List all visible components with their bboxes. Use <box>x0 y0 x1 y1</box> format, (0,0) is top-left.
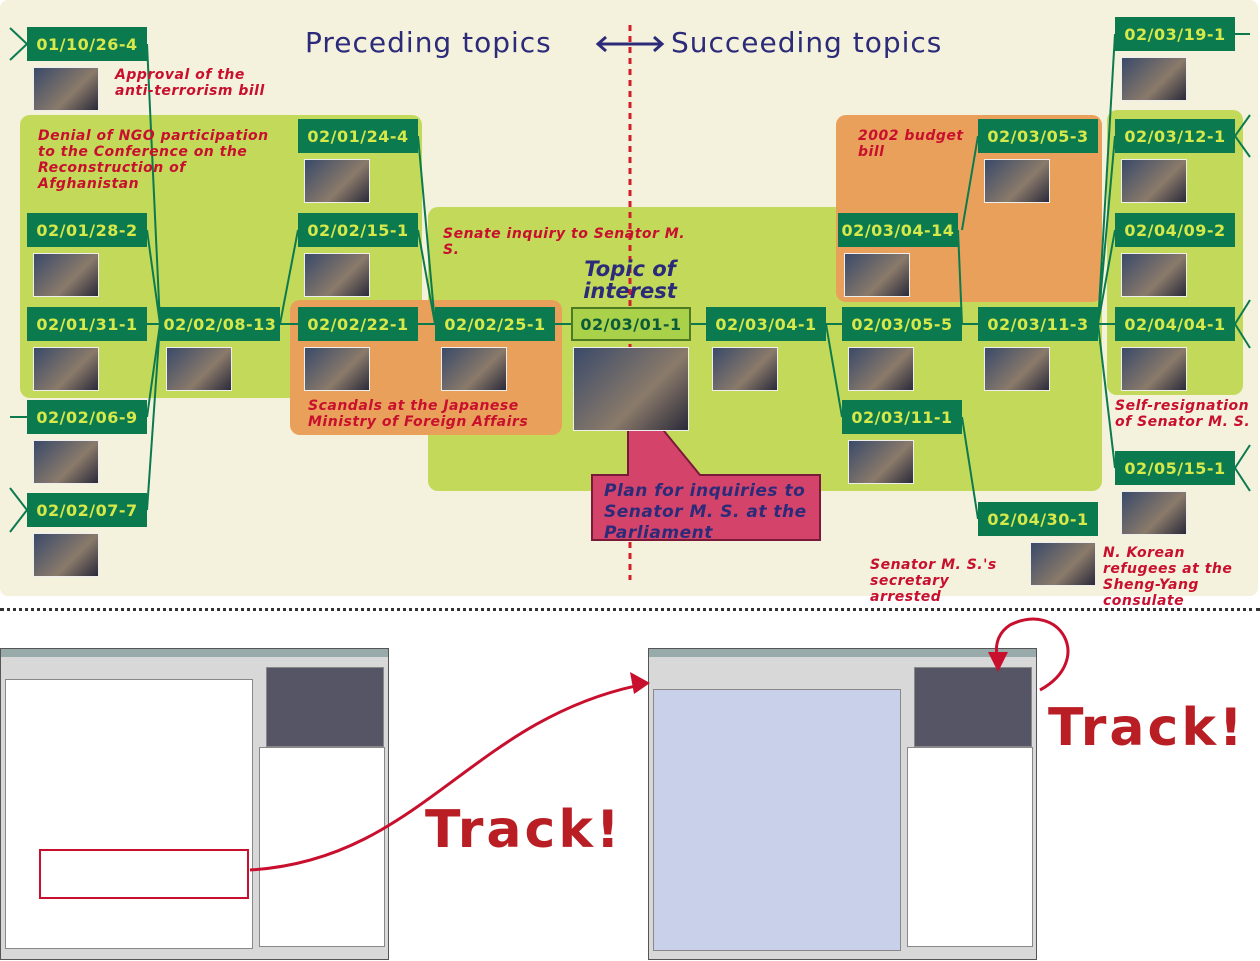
topic-label-resign: Self-resignation of Senator M. S. <box>1115 398 1251 430</box>
news-thumbnail <box>1030 542 1096 586</box>
connector-lines <box>9 25 1251 580</box>
news-thumbnail[interactable] <box>1121 253 1187 297</box>
topic-node[interactable]: 02/03/12-1 <box>1115 119 1235 153</box>
topic-node[interactable]: 02/02/22-1 <box>298 307 418 341</box>
news-thumbnail[interactable] <box>984 159 1050 203</box>
tracked-stories-list[interactable] <box>653 689 901 951</box>
video-player[interactable] <box>914 667 1032 747</box>
topic-tree-list[interactable] <box>5 679 253 949</box>
topic-node[interactable]: 02/02/08-13 <box>160 307 280 341</box>
news-thumbnail[interactable] <box>33 440 99 484</box>
topic-label-secretary: Senator M. S.'s secretary arrested <box>870 557 997 605</box>
topic-node[interactable]: 02/03/01-1 <box>571 307 691 341</box>
news-thumbnail[interactable] <box>166 347 232 391</box>
topic-tracking-diagram: Preceding topics Succeeding topics Topic… <box>0 0 1258 609</box>
news-thumbnail[interactable] <box>1121 491 1187 535</box>
news-thumbnail[interactable] <box>33 253 99 297</box>
news-thumbnail[interactable] <box>712 347 778 391</box>
topic-node[interactable]: 02/02/25-1 <box>435 307 555 341</box>
topic-node[interactable]: 02/04/04-1 <box>1115 307 1235 341</box>
topic-label-ngo: Denial of NGO participation to the Confe… <box>38 128 269 192</box>
news-thumbnail[interactable] <box>304 159 370 203</box>
topic-label-approval: Approval of the anti-terrorism bill <box>115 67 265 99</box>
news-thumbnail[interactable] <box>848 440 914 484</box>
succeeding-topics-heading: Succeeding topics <box>671 26 943 59</box>
topic-label-plan: Plan for inquiries to Senator M. S. at t… <box>604 481 807 543</box>
news-thumbnail[interactable] <box>441 347 507 391</box>
topic-node[interactable]: 02/03/11-3 <box>978 307 1098 341</box>
topic-node[interactable]: 02/04/30-1 <box>978 502 1098 536</box>
topic-node[interactable]: 02/02/07-7 <box>27 493 147 527</box>
topic-node[interactable]: 02/03/19-1 <box>1115 17 1235 51</box>
topic-label-scandals: Scandals at the Japanese Ministry of For… <box>308 398 529 430</box>
topic-node[interactable]: 02/04/09-2 <box>1115 213 1235 247</box>
section-divider <box>0 608 1260 611</box>
news-thumbnail[interactable] <box>33 533 99 577</box>
news-thumbnail[interactable] <box>33 67 99 111</box>
news-thumbnail[interactable] <box>304 347 370 391</box>
topic-node[interactable]: 02/03/11-1 <box>842 400 962 434</box>
topic-node[interactable]: 02/02/06-9 <box>27 400 147 434</box>
news-thumbnail[interactable] <box>1121 347 1187 391</box>
track-label-left: Track! <box>425 800 623 860</box>
news-thumbnail[interactable] <box>573 347 689 431</box>
transcript-pane[interactable] <box>907 747 1033 947</box>
transcript-pane[interactable] <box>259 747 385 947</box>
topic-node[interactable]: 02/03/05-3 <box>978 119 1098 153</box>
topic-node[interactable]: 02/05/15-1 <box>1115 451 1235 485</box>
news-thumbnail[interactable] <box>1121 57 1187 101</box>
topic-node[interactable]: 02/01/31-1 <box>27 307 147 341</box>
news-thumbnail[interactable] <box>984 347 1050 391</box>
topic-node[interactable]: 02/01/24-4 <box>298 119 418 153</box>
topic-label-senate: Senate inquiry to Senator M. S. <box>443 226 686 258</box>
selected-story-highlight <box>39 849 249 899</box>
topic-node[interactable]: 01/10/26-4 <box>27 27 147 61</box>
preceding-topics-heading: Preceding topics <box>305 26 552 59</box>
app-window-after <box>648 648 1037 960</box>
app-window-before <box>0 648 389 960</box>
news-thumbnail[interactable] <box>844 253 910 297</box>
track-label-right: Track! <box>1048 698 1246 758</box>
news-thumbnail[interactable] <box>848 347 914 391</box>
topic-node[interactable]: 02/03/04-1 <box>706 307 826 341</box>
topic-node[interactable]: 02/02/15-1 <box>298 213 418 247</box>
news-thumbnail[interactable] <box>304 253 370 297</box>
topic-node[interactable]: 02/01/28-2 <box>27 213 147 247</box>
topic-label-budget: 2002 budget bill <box>858 128 964 160</box>
topic-of-interest-label: Topic of interest <box>583 257 677 303</box>
news-thumbnail[interactable] <box>1121 159 1187 203</box>
topic-label-korean: N. Korean refugees at the Sheng-Yang con… <box>1103 545 1233 609</box>
news-thumbnail[interactable] <box>33 347 99 391</box>
topic-node[interactable]: 02/03/05-5 <box>842 307 962 341</box>
topic-node[interactable]: 02/03/04-14 <box>838 213 958 247</box>
video-player[interactable] <box>266 667 384 747</box>
